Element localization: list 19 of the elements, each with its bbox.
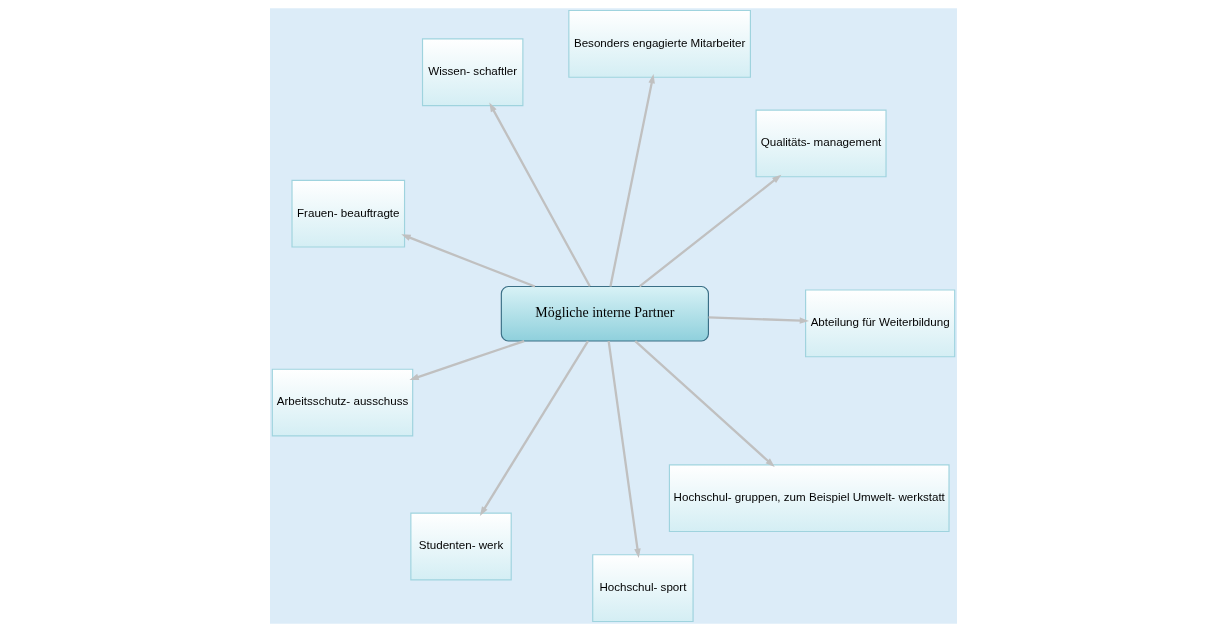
- node-box: Qualitäts- management: [755, 109, 887, 178]
- node-box: Arbeitsschutz- ausschuss: [271, 368, 413, 437]
- node-box: Hochschul- gruppen, zum Beispiel Umwelt- werkstatt: [668, 464, 950, 533]
- node-box: Hochschul- sport: [591, 554, 694, 623]
- node-box: Mögliche interne Partner: [500, 285, 709, 342]
- node-box: Besonders engagierte Mitarbeiter: [567, 9, 751, 78]
- node-box: Studenten- werk: [409, 512, 512, 581]
- arrow: [608, 73, 655, 287]
- arrow: [708, 316, 809, 324]
- node-box: Abteilung für Weiterbildung: [804, 289, 955, 358]
- arrow: [400, 234, 535, 288]
- arrow: [634, 340, 775, 468]
- node-box: Frauen- beauftragte: [290, 179, 405, 248]
- arrow: [607, 340, 641, 559]
- arrow: [638, 174, 781, 288]
- arrow: [408, 339, 525, 380]
- node-box: Wissen- schaftler: [421, 38, 523, 107]
- arrow: [479, 340, 589, 516]
- arrow: [488, 102, 591, 287]
